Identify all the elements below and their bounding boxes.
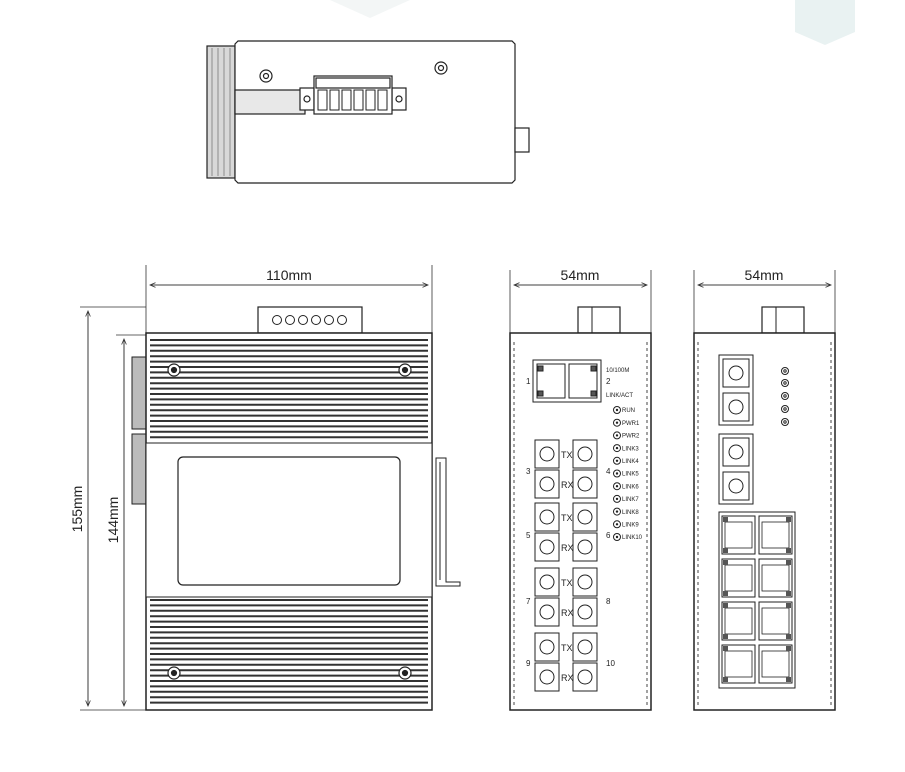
fiber-ports: TX RX TX RX TX RX TX RX <box>534 439 598 692</box>
led-label-link7: LINK7 <box>622 497 639 503</box>
led-label-pwr2: PWR2 <box>622 434 640 440</box>
fiber-rx-label: RX <box>561 608 574 618</box>
top-view <box>206 40 530 184</box>
port-label-1: 1 <box>526 377 531 386</box>
screws <box>167 363 412 680</box>
dim-front-width: 110mm <box>266 267 312 283</box>
front-view: 110mm 155mm 144mm <box>69 265 461 711</box>
decor-shape <box>330 0 410 18</box>
fiber-label-4: 4 <box>606 467 611 476</box>
fiber-rx-label: RX <box>561 480 574 490</box>
fiber-label-9: 9 <box>526 659 531 668</box>
fiber-rx-label: RX <box>561 673 574 683</box>
fiber-label-10: 10 <box>606 659 615 668</box>
led-label-link6: LINK6 <box>622 484 639 490</box>
dim-body-height: 144mm <box>105 497 121 544</box>
fiber-tx-label: TX <box>561 450 573 460</box>
side-view-fiber-panel: 54mm 1 2 10/100M LINK/ACT RUN PWR1PWR2LIN… <box>509 267 652 711</box>
led-label-link5: LINK5 <box>622 472 639 478</box>
led-label-pwr1: PWR1 <box>622 421 640 427</box>
heatsink-fins-top <box>150 339 428 439</box>
port-label-2: 2 <box>606 377 611 386</box>
link-label: LINK/ACT <box>606 393 633 399</box>
led-label-link8: LINK8 <box>622 510 639 516</box>
dim-total-height: 155mm <box>69 486 85 533</box>
fiber-label-6: 6 <box>606 531 611 540</box>
led-label-link4: LINK4 <box>622 459 639 465</box>
led-label-link9: LINK9 <box>622 523 639 529</box>
led-label-link10: LINK10 <box>622 535 643 541</box>
heatsink-fins-bottom <box>150 599 428 704</box>
led-indicators: RUN PWR1PWR2LINK3LINK4LINK5LINK6LINK7LINK… <box>613 406 643 541</box>
fiber-label-5: 5 <box>526 531 531 540</box>
side-view-rear-panel: 54mm <box>693 267 836 711</box>
decor-hexagon <box>795 0 855 45</box>
led-label-run: RUN <box>622 408 635 414</box>
rear-leds <box>781 367 789 426</box>
rj45-ports <box>721 515 793 684</box>
fiber-label-7: 7 <box>526 597 531 606</box>
fiber-label-8: 8 <box>606 597 611 606</box>
fiber-tx-label: TX <box>561 643 573 653</box>
led-label-link3: LINK3 <box>622 446 639 452</box>
fiber-rx-label: RX <box>561 543 574 553</box>
speed-label: 10/100M <box>606 368 629 374</box>
fiber-tx-label: TX <box>561 578 573 588</box>
dim-side-width-2: 54mm <box>745 267 784 283</box>
fiber-tx-label: TX <box>561 513 573 523</box>
fiber-label-3: 3 <box>526 467 531 476</box>
dim-side-width-1: 54mm <box>561 267 600 283</box>
